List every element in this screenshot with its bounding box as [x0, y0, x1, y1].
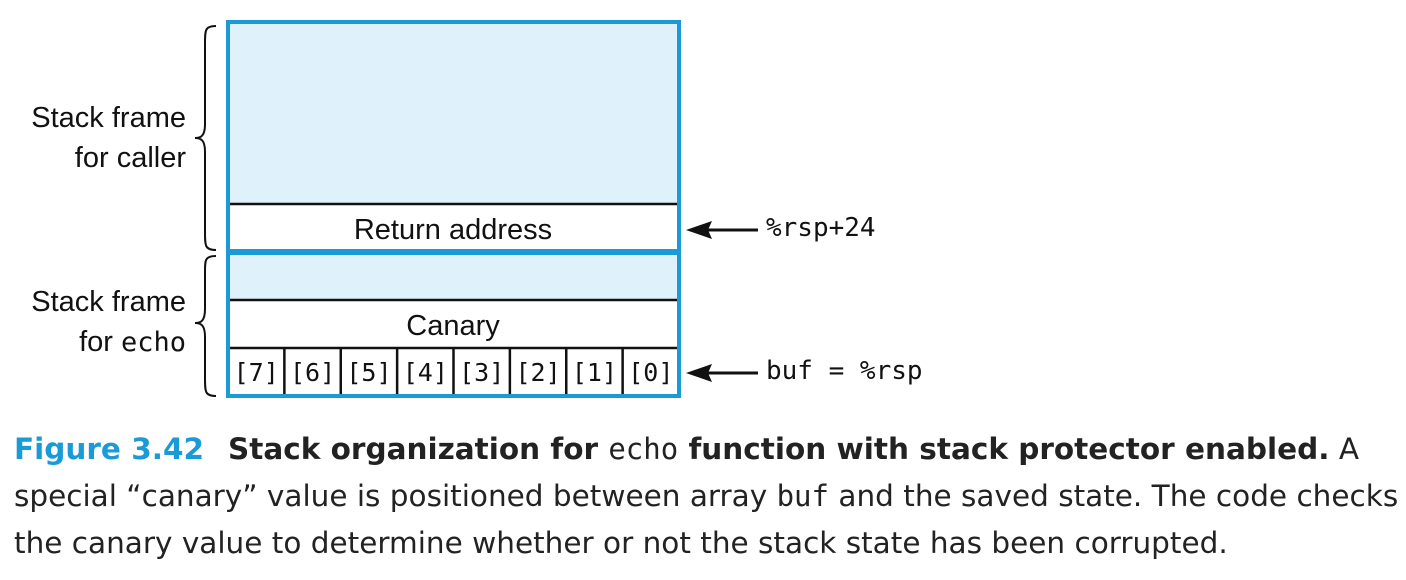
return-address-cell: [228, 204, 679, 251]
return-address-pointer-label: %rsp+24: [766, 213, 876, 243]
figure-number: Figure 3.42: [14, 432, 204, 466]
caption-title-part2: function with stack protector enabled.: [688, 432, 1330, 466]
stack-diagram: Return address Canary [7] [6] [5] [4] [3] [2]…: [194, 20, 758, 398]
caption-title-code: echo: [608, 432, 679, 466]
buf-byte-cell: [5]: [346, 358, 391, 387]
buf-pointer-label: buf = %rsp: [766, 356, 923, 386]
caller-frame-brace: [194, 25, 217, 251]
buf-byte-cell: [6]: [290, 358, 335, 387]
caption-body-part2: and the saved state. The code checks the…: [14, 479, 1399, 560]
caption-title: Stack organization for echo function wit…: [228, 432, 1329, 466]
caller-frame-label: Stack frame for caller: [0, 98, 186, 178]
echo-frame-label-for: for: [79, 326, 113, 358]
echo-function-name: echo: [120, 327, 186, 358]
echo-frame-region: [228, 253, 679, 300]
caller-frame-label-line1: Stack frame: [31, 102, 186, 134]
caption-body-code: buf: [776, 479, 829, 513]
buf-byte-cell: [1]: [572, 358, 617, 387]
buf-byte-cell: [4]: [403, 358, 448, 387]
echo-frame-label-line1: Stack frame: [31, 286, 186, 318]
buf-dividers: [283, 348, 624, 396]
buf-byte-cell: [7]: [234, 358, 279, 387]
caption-title-part1: Stack organization for: [228, 432, 599, 466]
return-address-arrowhead: [686, 221, 712, 239]
canary-label: Canary: [406, 310, 500, 342]
buf-labels: [7] [6] [5] [4] [3] [2] [1] [0]: [234, 358, 674, 387]
return-address-label: Return address: [354, 214, 552, 246]
buf-byte-cell: [3]: [459, 358, 504, 387]
buf-byte-cell: [0]: [628, 358, 673, 387]
echo-frame-label-line2: for echo: [0, 322, 186, 363]
caption-body-part1: A special “canary” value is positioned b…: [14, 432, 1359, 513]
buf-byte-cell: [2]: [515, 358, 560, 387]
echo-frame-brace: [194, 255, 217, 397]
buf-arrowhead: [686, 364, 712, 382]
figure-caption: Figure 3.42 Stack organization for echo f…: [14, 426, 1399, 567]
canary-cell: [228, 300, 679, 348]
caller-frame-label-line2: for caller: [74, 142, 186, 174]
echo-frame-border: [226, 251, 681, 398]
echo-frame-label: Stack frame for echo: [0, 282, 186, 363]
caller-frame-region: [228, 22, 679, 204]
